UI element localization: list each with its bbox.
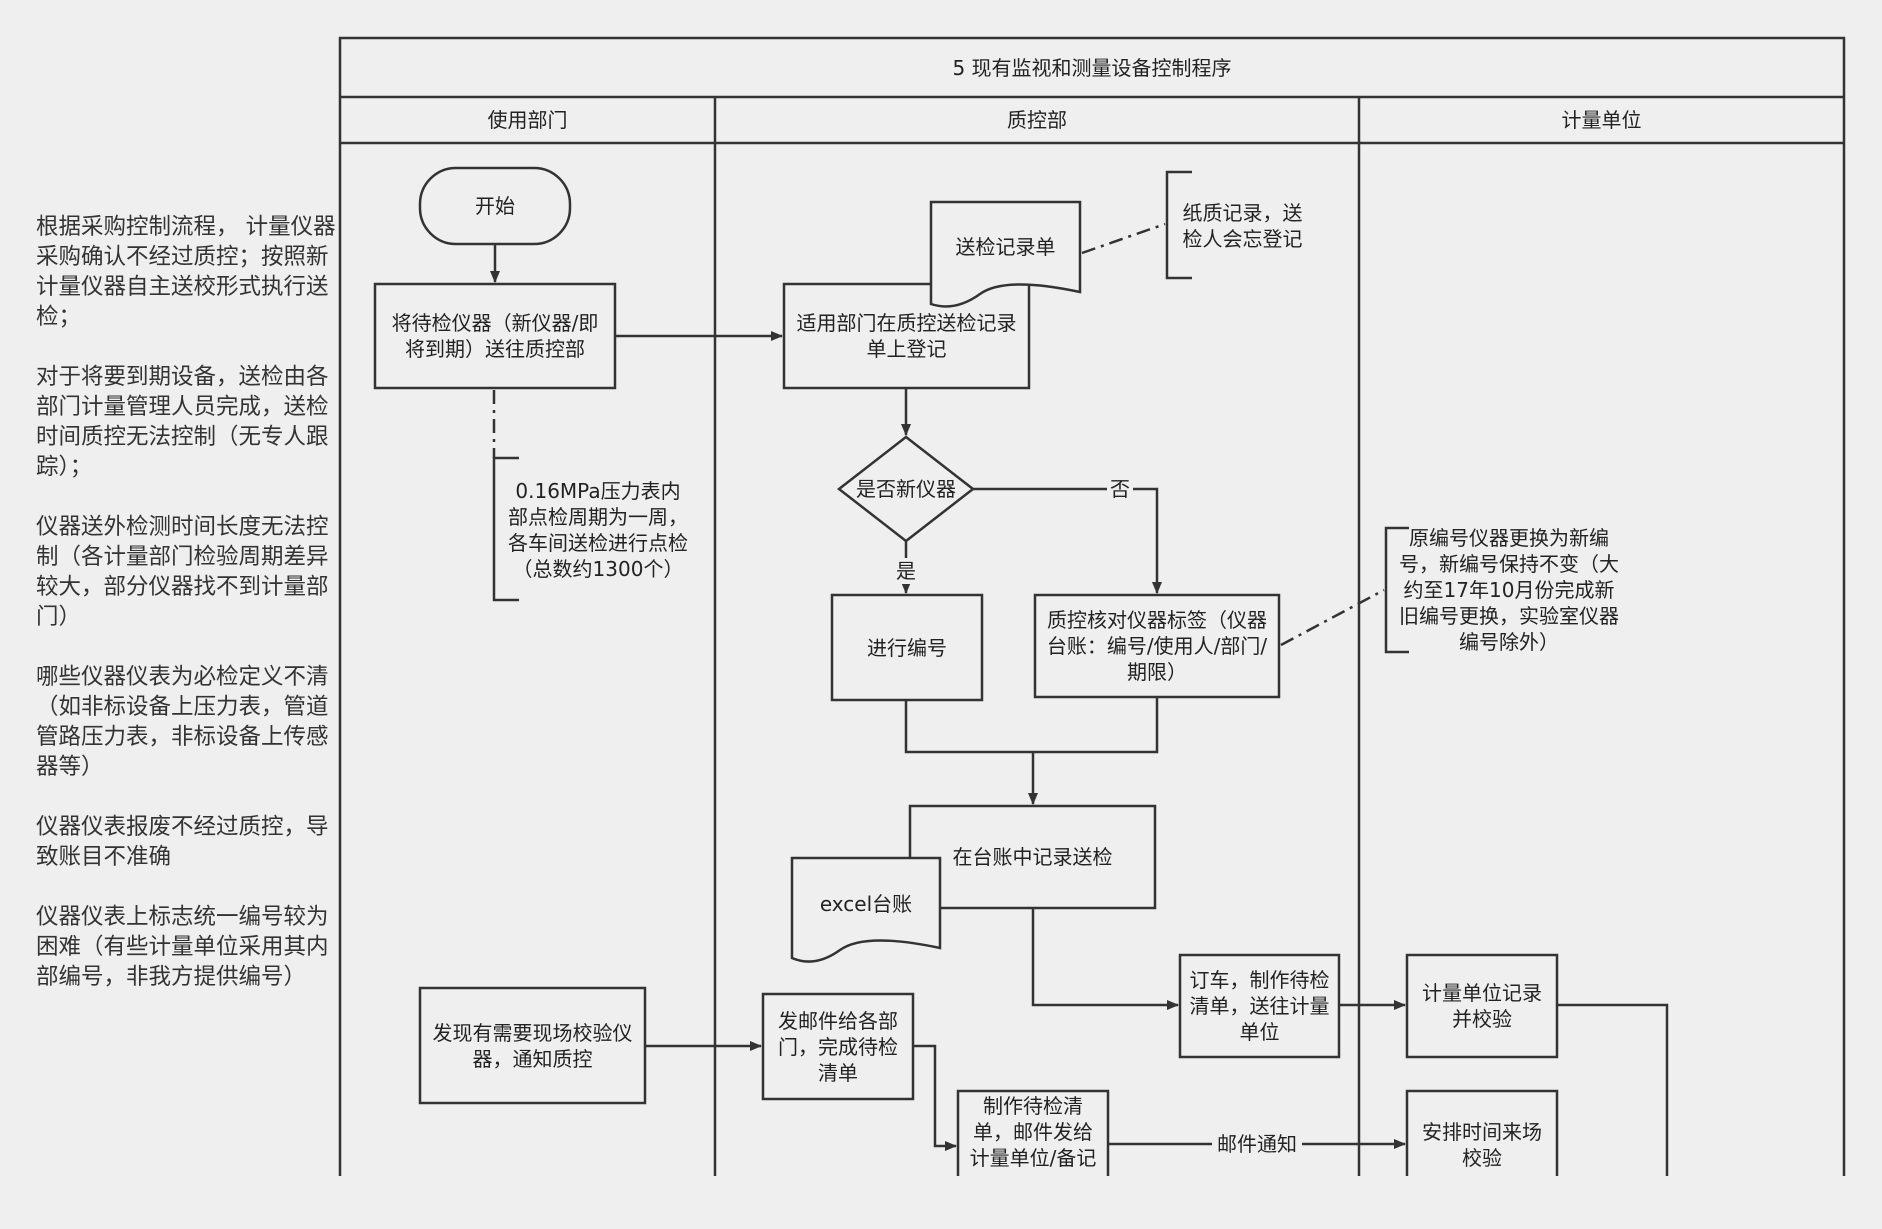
arrow-email-to-list [913,1044,957,1151]
no-label-bg [1107,476,1133,502]
email-notice-label: 邮件通知 [1217,1132,1297,1156]
schedule-box [1405,1089,1559,1176]
renumber-association [1280,588,1385,647]
renumber-note: 原编号仪器更换为新编号，新编号保持不变（大约至17年10月份完成新旧编号更换，实… [1399,526,1619,654]
pressure-note: 0.16MPa压力表内部点检周期为一周，各车间送检进行点检（总数约1300个） [508,478,688,581]
email-depts-box [761,992,915,1101]
order-car-label: 订车，制作待检清单，送往计量单位 [1189,968,1330,1044]
email-label-bg [1212,1130,1302,1158]
is-new-label: 是否新仪器 [856,477,956,501]
no-label: 否 [1110,477,1130,501]
record-doc-label: 送检记录单 [955,235,1056,259]
arrow-ledger-to-order [1031,908,1179,1010]
arrow-no-branch [973,487,1162,594]
diagram-svg [338,36,1846,1176]
ledger-record-label: 在台账中记录送检 [952,845,1113,869]
start-label: 开始 [475,194,515,218]
paper-note: 纸质记录，送检人会忘登记 [1182,201,1303,251]
metro-exit-line [1557,1003,1669,1176]
excel-document-shape [790,856,942,963]
schedule-label: 安排时间来场校验 [1422,1120,1542,1170]
note-4: 哪些仪器仪表为必检定义不清（如非标设备上压力表，管道管路压力表，非标设备上传感器… [36,664,329,780]
excel-label: excel台账 [819,892,913,916]
note-5: 仪器仪表报废不经过质控，导致账目不准确 [36,814,329,870]
issues-notes: 根据采购控制流程， 计量仪器采购确认不经过质控；按照新计量仪器自主送校形式执行送… [36,212,336,1022]
note-2: 对于将要到期设备，送检由各部门计量管理人员完成，送检时间质控无法控制（无专人跟踪… [36,364,329,480]
check-label-label: 质控核对仪器标签（仪器台账：编号/使用人/部门/期限） [1046,608,1268,684]
connector-merge [904,697,1159,754]
onsite-found-box [418,986,647,1105]
note-6: 仪器仪表上标志统一编号较为困难（有些计量单位采用其内部编号，非我方提供编号） [36,904,329,990]
renumber-bracket [1384,526,1409,654]
lane-header-user-dept: 使用部门 [487,108,568,132]
record-document-shape [929,200,1082,308]
note-1: 根据采购控制流程， 计量仪器采购确认不经过质控；按照新计量仪器自主送校形式执行送… [36,214,336,330]
register-box [782,282,1031,390]
diagram-title: 5 现有监视和测量设备控制程序 [952,55,1232,80]
send-label: 将待检仪器（新仪器/即将到期）送往质控部 [391,311,599,361]
paper-bracket [1165,170,1192,280]
numbering-box [830,593,984,702]
start-terminator [418,166,572,246]
note-3: 仪器送外检测时间长度无法控制（各计量部门检验周期差异较大，部分仪器找不到计量部门… [36,514,329,630]
pressure-bracket [492,456,519,602]
send-box [373,282,617,390]
make-list-label: 制作待检清单，邮件发给计量单位/备记 [969,1094,1097,1170]
email-depts-label: 发邮件给各部门，完成待检清单 [778,1008,898,1085]
onsite-found-label: 发现有需要现场校验仪器，通知质控 [432,1020,633,1071]
register-label: 适用部门在质控送检记录单上登记 [796,311,1017,361]
lane-header-metrology: 计量单位 [1561,108,1642,132]
lane-header-qc: 质控部 [1007,108,1067,132]
yes-label: 是 [896,559,916,583]
metro-record-box [1405,953,1559,1059]
flowchart-canvas: 根据采购控制流程， 计量仪器采购确认不经过质控；按照新计量仪器自主送校形式执行送… [36,36,1846,1176]
numbering-label: 进行编号 [867,635,947,660]
make-list-box [956,1089,1110,1176]
metro-record-label: 计量单位记录并校验 [1422,981,1542,1031]
order-car-box [1178,953,1341,1059]
yes-label-bg [894,558,918,584]
